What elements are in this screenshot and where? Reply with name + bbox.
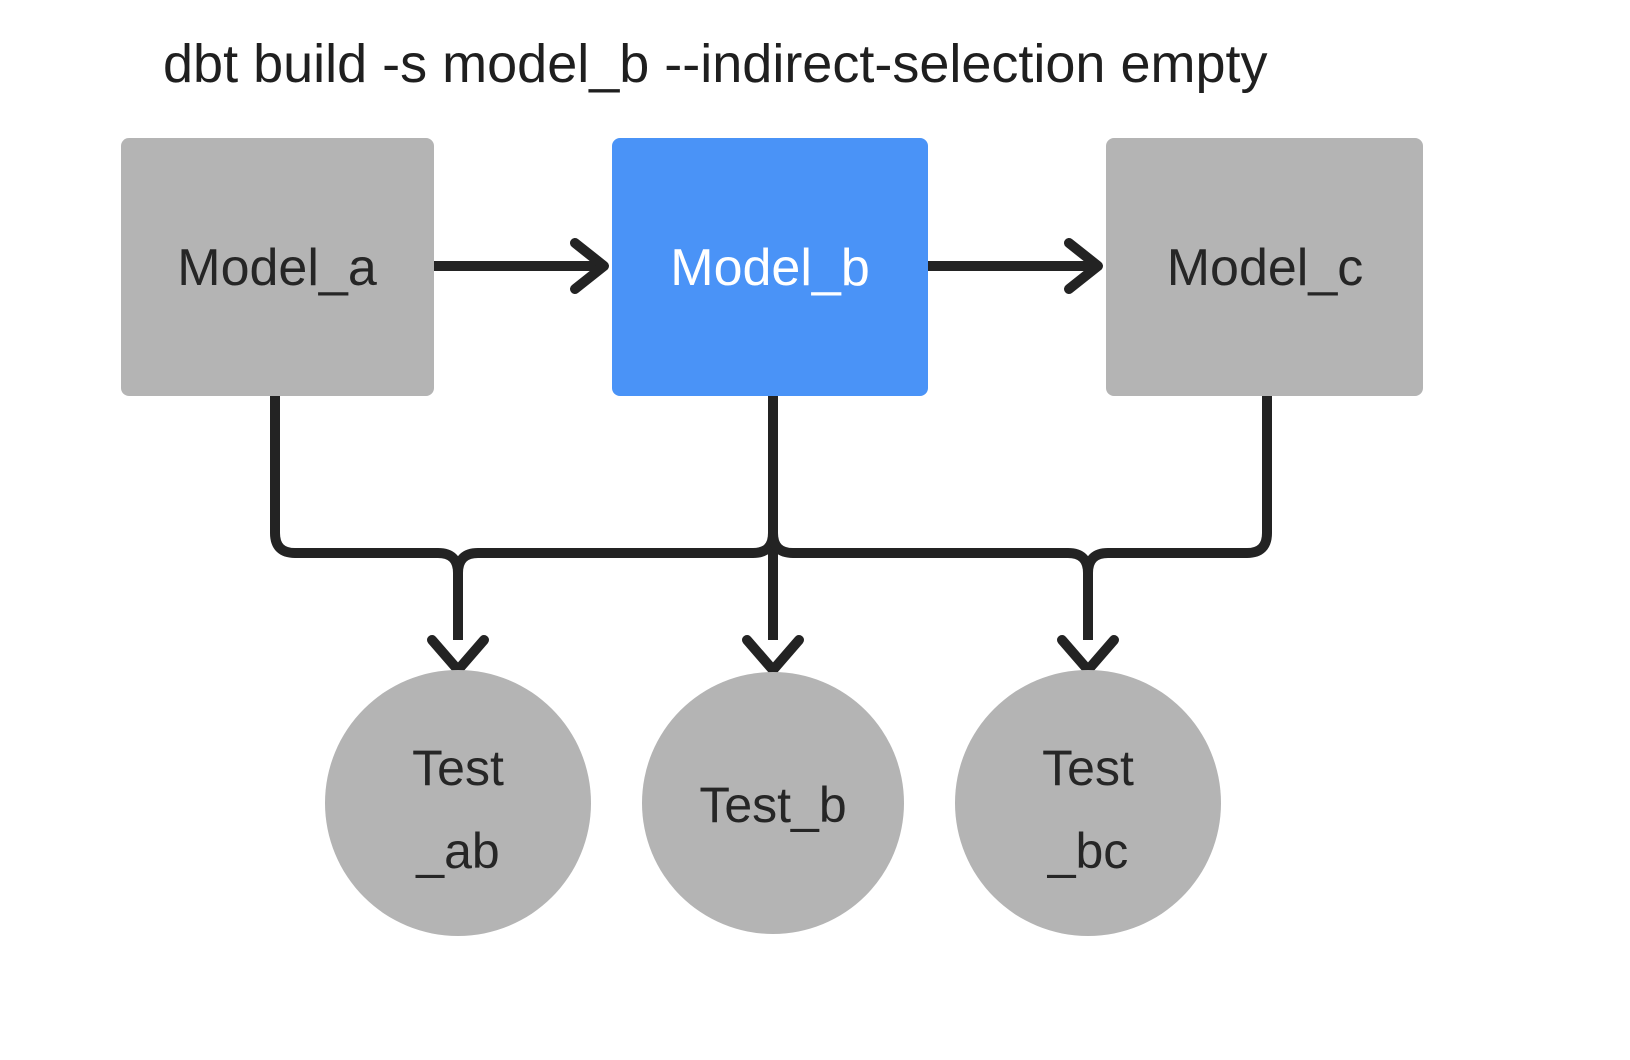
node-model-c-shape <box>1106 138 1423 396</box>
arrowhead-test-bc <box>1057 635 1119 675</box>
page-title: dbt build -s model_b --indirect-selectio… <box>163 34 1268 94</box>
arrowhead-test-b <box>742 635 804 675</box>
node-model-b-shape <box>612 138 928 396</box>
node-model-b[interactable]: Model_b <box>612 138 928 396</box>
node-test-b-label: Test_b <box>699 777 846 833</box>
node-test-bc-shape <box>955 670 1221 936</box>
node-model-a-shape <box>121 138 434 396</box>
edge-model-a-to-test-ab <box>270 396 463 640</box>
node-model-a[interactable]: Model_a <box>121 138 434 396</box>
node-model-c[interactable]: Model_c <box>1106 138 1423 396</box>
node-test-b-shape <box>642 672 904 934</box>
edge-model-b-to-model-c <box>928 238 1103 294</box>
node-model-c-label: Model_c <box>1167 239 1364 297</box>
edge-model-b-to-test-ab <box>453 396 778 640</box>
node-model-b-label: Model_b <box>670 239 869 297</box>
edge-model-b-to-test-bc <box>768 396 1093 640</box>
node-test-ab[interactable]: Test _ab <box>325 670 591 936</box>
node-test-ab-shape <box>325 670 591 936</box>
arrowhead-test-ab <box>427 635 489 675</box>
node-test-ab-label-line2: _ab <box>415 823 499 879</box>
edge-model-c-to-test-bc <box>1083 396 1272 640</box>
node-test-bc[interactable]: Test _bc <box>955 670 1221 936</box>
node-test-ab-label-line1: Test <box>412 740 504 796</box>
node-test-bc-label-line2: _bc <box>1047 823 1129 879</box>
edge-model-a-to-model-b <box>434 238 609 294</box>
node-model-a-label: Model_a <box>177 239 377 297</box>
node-test-b[interactable]: Test_b <box>642 672 904 934</box>
node-test-bc-label-line1: Test <box>1042 740 1134 796</box>
